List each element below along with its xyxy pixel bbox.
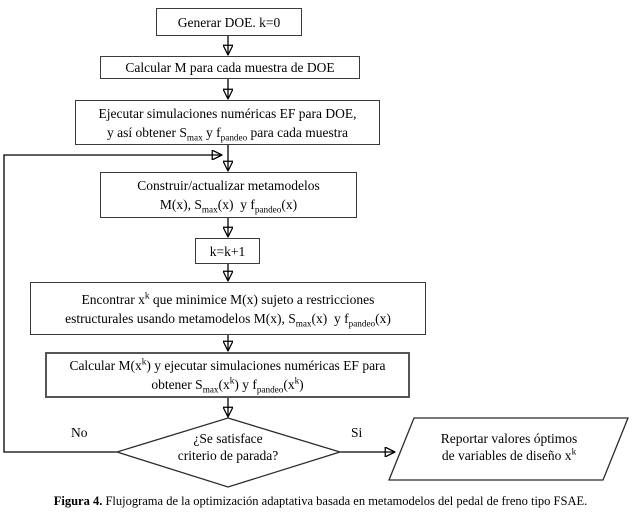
process-ejecutar-simulaciones: Ejecutar simulaciones numéricas EF para … — [75, 100, 380, 145]
process-encontrar-line2: estructurales usando metamodelos M(x), S… — [65, 310, 391, 329]
process-ejecutar-line1: Ejecutar simulaciones numéricas EF para … — [98, 105, 357, 121]
io-parallelogram-shape — [388, 417, 629, 481]
process-calcular-mxk: Calcular M(xk) y ejecutar simulaciones n… — [45, 352, 410, 398]
edge-label-si: Si — [351, 425, 363, 440]
process-construir-line2: M(x), Smax(x) y fpandeo(x) — [159, 197, 298, 215]
process-ejecutar-line2: y así obtener Smax y fpandeo para cada m… — [107, 124, 348, 143]
process-calcular-mxk-line2: obtener Smax(xk) y fpandeo(xk) — [151, 375, 304, 395]
process-generar-doe: Generar DOE. k=0 — [156, 8, 302, 36]
process-generar-doe-label: Generar DOE. k=0 — [177, 14, 281, 30]
process-construir-line1: Construir/actualizar metamodelos — [137, 178, 320, 193]
edge-label-no: No — [71, 425, 88, 440]
process-calcular-mxk-line1: Calcular M(xk) y ejecutar simulaciones n… — [69, 356, 386, 373]
decision-diamond-shape — [114, 417, 343, 488]
figure-caption-number: Figura 4. — [53, 494, 103, 508]
io-reportar-line1: Reportar valores óptimos — [440, 431, 578, 446]
figure-caption: Figura 4. Flujograma de la optimización … — [0, 494, 641, 509]
figure-caption-text: Flujograma de la optimización adaptativa… — [102, 494, 588, 508]
decision-criterio-parada: ¿Se satisface criterio de parada? — [150, 430, 306, 464]
process-construir-metamodelos: Construir/actualizar metamodelos M(x), S… — [100, 172, 357, 218]
process-calcular-m-label: Calcular M para cada muestra de DOE — [125, 60, 335, 75]
process-encontrar-xk: Encontrar xk que minimice M(x) sujeto a … — [30, 282, 426, 335]
decision-line1: ¿Se satisface — [193, 431, 263, 446]
arrow-no-feedback-loop — [3, 155, 221, 453]
process-k-increment: k=k+1 — [195, 238, 260, 264]
io-reportar-line2: de variables de diseño xk — [441, 446, 577, 463]
process-calcular-m: Calcular M para cada muestra de DOE — [100, 56, 360, 79]
io-reportar-valores: Reportar valores óptimos de variables de… — [418, 430, 600, 464]
process-k-increment-label: k=k+1 — [209, 243, 246, 259]
decision-line2: criterio de parada? — [177, 448, 279, 463]
process-encontrar-line1: Encontrar xk que minimice M(x) sujeto a … — [81, 290, 375, 307]
